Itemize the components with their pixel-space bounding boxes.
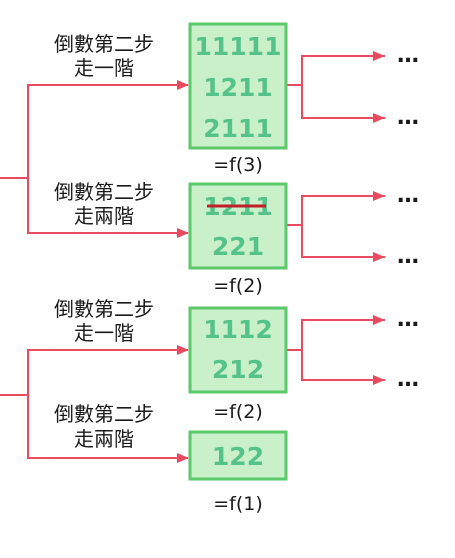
box4-func: =f(1) bbox=[213, 493, 263, 515]
connector-group1-lower bbox=[27, 178, 189, 238]
label-walk-one-1: 走一階 bbox=[74, 56, 134, 80]
box2-func: =f(2) bbox=[213, 275, 263, 297]
box2-value-2: 221 bbox=[212, 232, 264, 261]
box1-value-2: 1211 bbox=[203, 73, 273, 102]
box1-value-3: 2111 bbox=[203, 114, 273, 143]
box3-func: =f(2) bbox=[213, 401, 263, 423]
arrowhead-5 bbox=[373, 315, 385, 325]
label-walk-one-2: 走一階 bbox=[74, 321, 134, 345]
branch-box2 bbox=[287, 195, 385, 258]
ellipsis-3: … bbox=[397, 183, 419, 208]
label-step-1: 倒數第二步 bbox=[54, 32, 154, 56]
label-step-4: 倒數第二步 bbox=[54, 402, 154, 426]
ellipsis-1: … bbox=[397, 43, 419, 68]
label-step-3: 倒數第二步 bbox=[54, 297, 154, 321]
box3-value-1: 1112 bbox=[203, 315, 273, 344]
arrowhead-4 bbox=[373, 252, 385, 262]
branch-box3 bbox=[287, 319, 385, 381]
connector-group2-lower bbox=[27, 395, 189, 463]
arrowhead-1 bbox=[373, 51, 385, 61]
box4-value-1: 122 bbox=[212, 442, 264, 471]
label-walk-two-1: 走兩階 bbox=[74, 204, 134, 228]
ellipsis-5: … bbox=[397, 307, 419, 332]
label-walk-two-2: 走兩階 bbox=[74, 427, 134, 451]
box-f2-a bbox=[188, 182, 288, 270]
box1-func: =f(3) bbox=[213, 154, 263, 176]
box3-value-2: 212 bbox=[212, 355, 264, 384]
label-step-2: 倒數第二步 bbox=[54, 180, 154, 204]
ellipsis-2: … bbox=[397, 105, 419, 130]
connector-group1-trunk bbox=[0, 80, 189, 179]
connector-group2-trunk bbox=[0, 345, 189, 396]
ellipsis-4: … bbox=[397, 244, 419, 269]
arrowhead-2 bbox=[373, 113, 385, 123]
ellipsis-6: … bbox=[397, 367, 419, 392]
box1-value-1: 11111 bbox=[195, 32, 282, 61]
arrowhead-6 bbox=[373, 375, 385, 385]
branch-box1 bbox=[287, 55, 385, 119]
box-f1 bbox=[188, 430, 288, 481]
arrowhead-3 bbox=[373, 191, 385, 201]
box-f3 bbox=[188, 22, 288, 150]
box-f2-b bbox=[188, 306, 288, 394]
